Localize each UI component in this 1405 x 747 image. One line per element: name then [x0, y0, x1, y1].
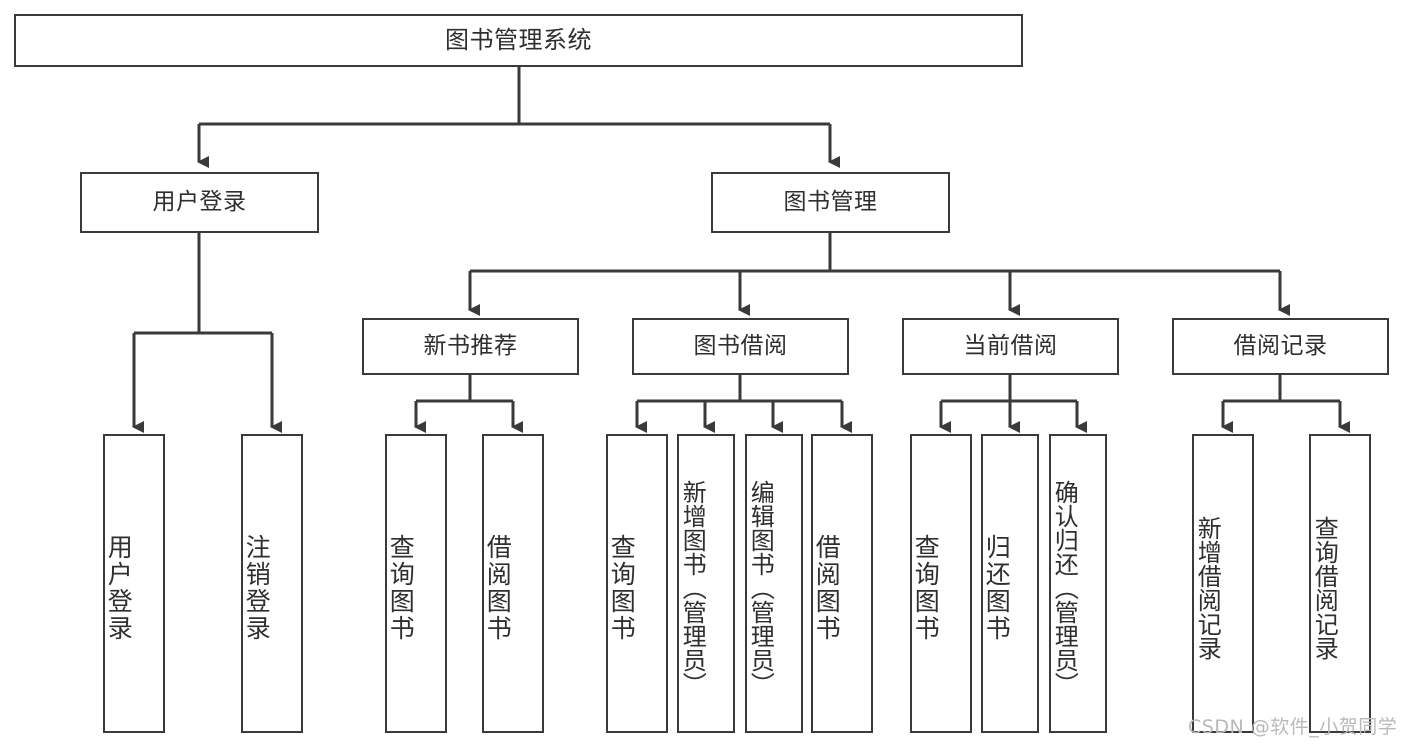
- leaf-query-record[interactable]: 查询借阅记录: [1309, 434, 1371, 733]
- leaf-user-login[interactable]: 用户登录: [103, 434, 165, 733]
- node-current-borrow[interactable]: 当前借阅: [902, 318, 1119, 375]
- node-current-borrow-label: 当前借阅: [963, 333, 1058, 360]
- node-book-manage-label: 图书管理: [783, 189, 878, 216]
- node-user-login-label: 用户登录: [152, 189, 247, 216]
- leaf-query-book-1[interactable]: 查询图书: [385, 434, 447, 733]
- leaf-borrow-book-1[interactable]: 借阅图书: [482, 434, 544, 733]
- leaf-query-book-3-label: 查询图书: [911, 533, 941, 642]
- leaf-user-login-label: 用户登录: [104, 533, 134, 642]
- node-new-book-recommend[interactable]: 新书推荐: [362, 318, 579, 375]
- leaf-edit-book[interactable]: 编辑图书（管理员）: [745, 434, 803, 733]
- leaf-return-book[interactable]: 归还图书: [981, 434, 1039, 733]
- node-new-book-recommend-label: 新书推荐: [423, 333, 518, 360]
- node-root[interactable]: 图书管理系统: [14, 14, 1023, 67]
- leaf-edit-book-label: 编辑图书（管理员）: [746, 479, 775, 696]
- leaf-logout-login[interactable]: 注销登录: [241, 434, 303, 733]
- leaf-borrow-book-1-label: 借阅图书: [483, 533, 513, 642]
- node-book-borrow-label: 图书借阅: [693, 333, 788, 360]
- leaf-logout-login-label: 注销登录: [242, 533, 272, 642]
- watermark-text: CSDN @软件_小贺同学: [1188, 716, 1398, 738]
- node-book-manage[interactable]: 图书管理: [711, 172, 950, 233]
- leaf-query-book-3[interactable]: 查询图书: [910, 434, 972, 733]
- node-borrow-record[interactable]: 借阅记录: [1172, 318, 1389, 375]
- leaf-borrow-book-2[interactable]: 借阅图书: [811, 434, 873, 733]
- leaf-query-book-2-label: 查询图书: [607, 533, 637, 642]
- leaf-add-book[interactable]: 新增图书（管理员）: [677, 434, 735, 733]
- node-user-login[interactable]: 用户登录: [80, 172, 319, 233]
- leaf-confirm-return-label: 确认归还（管理员）: [1050, 479, 1079, 696]
- leaf-add-record-label: 新增借阅记录: [1193, 515, 1222, 660]
- leaf-add-record[interactable]: 新增借阅记录: [1192, 434, 1254, 733]
- node-root-label: 图书管理系统: [445, 25, 592, 54]
- leaf-confirm-return[interactable]: 确认归还（管理员）: [1049, 434, 1107, 733]
- node-borrow-record-label: 借阅记录: [1233, 333, 1328, 360]
- leaf-query-book-2[interactable]: 查询图书: [606, 434, 668, 733]
- leaf-query-record-label: 查询借阅记录: [1310, 515, 1339, 660]
- leaf-add-book-label: 新增图书（管理员）: [678, 479, 707, 696]
- leaf-borrow-book-2-label: 借阅图书: [812, 533, 842, 642]
- node-book-borrow[interactable]: 图书借阅: [632, 318, 849, 375]
- leaf-query-book-1-label: 查询图书: [386, 533, 416, 642]
- leaf-return-book-label: 归还图书: [982, 533, 1012, 642]
